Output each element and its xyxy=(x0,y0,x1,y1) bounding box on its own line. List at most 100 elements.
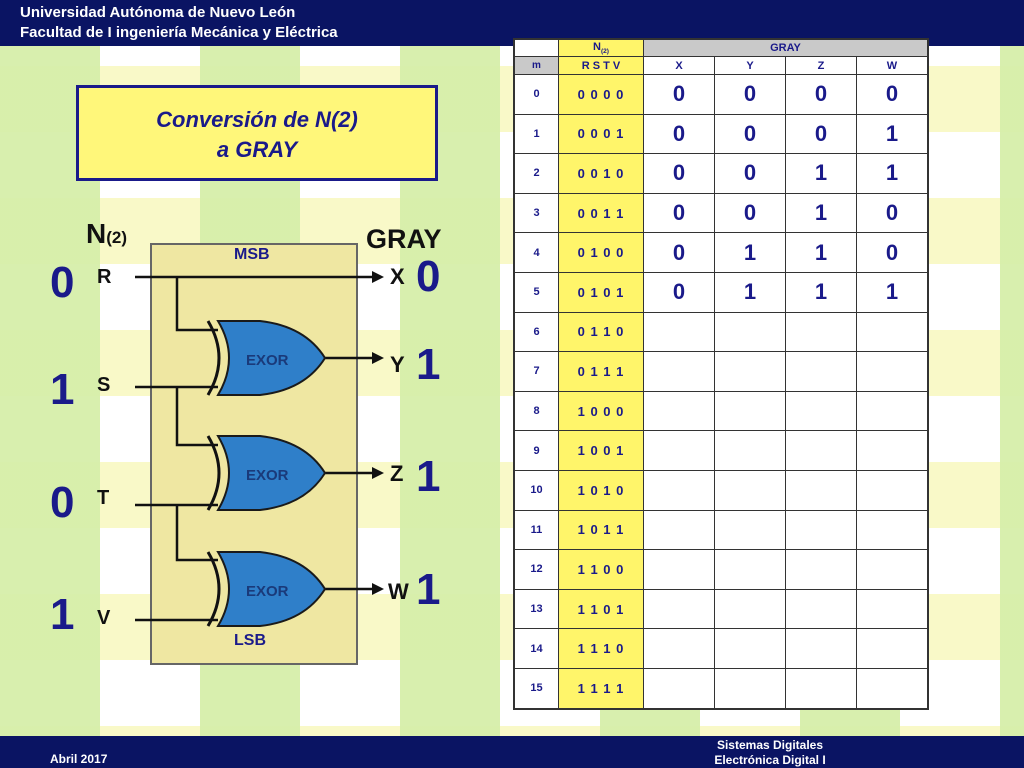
cell-gray-z xyxy=(785,509,857,551)
cell-gray-x: 0 xyxy=(643,113,715,155)
header-m: m xyxy=(513,56,559,75)
input-name-v: V xyxy=(97,607,111,629)
slide-title: Conversión de N(2) a GRAY xyxy=(76,85,438,181)
cell-gray-x xyxy=(643,430,715,471)
university-name: Universidad Autónoma de Nuevo León xyxy=(20,4,296,21)
output-name-z: Z xyxy=(390,461,404,486)
input-value-s: 1 xyxy=(50,365,75,414)
output-value-w: 1 xyxy=(416,565,441,614)
header-z: Z xyxy=(785,56,857,75)
footer-bar xyxy=(0,736,1024,768)
course-line-2: Electrónica Digital I xyxy=(714,753,826,767)
output-value-z: 1 xyxy=(416,452,441,501)
cell-gray-x xyxy=(643,469,715,511)
cell-gray-w xyxy=(856,469,929,511)
cell-gray-w xyxy=(856,588,929,630)
cell-gray-z: 1 xyxy=(785,153,857,194)
cell-gray-x xyxy=(643,628,715,669)
exor-gate-3 xyxy=(206,551,327,627)
cell-rstv: 1 1 0 0 xyxy=(558,549,644,590)
gate-2-label: EXOR xyxy=(246,467,289,484)
title-line-2: a GRAY xyxy=(216,137,298,162)
cell-gray-z xyxy=(785,469,857,511)
cell-rstv: 1 1 0 1 xyxy=(558,588,644,630)
cell-m: 3 xyxy=(513,192,559,234)
gate-1-label: EXOR xyxy=(246,352,289,369)
cell-gray-w xyxy=(856,390,929,432)
header-rstv: R S T V xyxy=(558,56,644,75)
cell-gray-w xyxy=(856,628,929,669)
cell-m: 15 xyxy=(513,667,559,710)
faculty-name: Facultad de I ingeniería Mecánica y Eléc… xyxy=(20,24,338,41)
cell-rstv: 0 0 0 1 xyxy=(558,113,644,155)
output-name-w: W xyxy=(388,579,409,604)
cell-rstv: 0 0 0 0 xyxy=(558,74,644,115)
output-name-y: Y xyxy=(390,352,405,377)
cell-gray-w: 1 xyxy=(856,153,929,194)
cell-gray-y: 0 xyxy=(714,192,786,234)
output-value-x: 0 xyxy=(416,252,441,301)
cell-gray-z xyxy=(785,351,857,392)
cell-gray-z: 1 xyxy=(785,192,857,234)
cell-gray-y xyxy=(714,469,786,511)
output-name-x: X xyxy=(390,264,405,289)
cell-gray-w: 0 xyxy=(856,74,929,115)
cell-gray-w xyxy=(856,667,929,710)
cell-rstv: 1 1 1 0 xyxy=(558,628,644,669)
cell-gray-w: 1 xyxy=(856,113,929,155)
cell-gray-y: 0 xyxy=(714,113,786,155)
cell-gray-x xyxy=(643,549,715,590)
cell-gray-x xyxy=(643,588,715,630)
cell-m: 1 xyxy=(513,113,559,155)
header-w: W xyxy=(856,56,929,75)
output-value-y: 1 xyxy=(416,340,441,389)
cell-rstv: 0 1 1 1 xyxy=(558,351,644,392)
cell-m: 10 xyxy=(513,469,559,511)
cell-gray-y xyxy=(714,351,786,392)
cell-gray-x xyxy=(643,311,715,353)
cell-gray-z xyxy=(785,628,857,669)
cell-gray-y xyxy=(714,509,786,551)
input-name-r: R xyxy=(97,266,112,288)
cell-m: 14 xyxy=(513,628,559,669)
cell-rstv: 0 0 1 0 xyxy=(558,153,644,194)
cell-gray-x xyxy=(643,667,715,710)
cell-gray-w xyxy=(856,549,929,590)
cell-gray-y: 1 xyxy=(714,271,786,313)
cell-m: 12 xyxy=(513,549,559,590)
lsb-label: LSB xyxy=(234,632,266,649)
input-sub: (2) xyxy=(106,228,128,247)
cell-gray-y xyxy=(714,430,786,471)
header-x: X xyxy=(643,56,715,75)
cell-gray-y: 0 xyxy=(714,153,786,194)
cell-gray-x: 0 xyxy=(643,192,715,234)
cell-gray-w xyxy=(856,509,929,551)
cell-gray-z: 1 xyxy=(785,271,857,313)
exor-gate-1 xyxy=(206,320,327,396)
cell-m: 7 xyxy=(513,351,559,392)
header-n2: N(2) xyxy=(558,38,644,57)
input-value-r: 0 xyxy=(50,258,75,307)
cell-rstv: 0 1 1 0 xyxy=(558,311,644,353)
input-name-s: S xyxy=(97,374,111,396)
cell-m: 5 xyxy=(513,271,559,313)
cell-gray-w xyxy=(856,430,929,471)
input-header: N(2) xyxy=(86,218,128,249)
cell-m: 8 xyxy=(513,390,559,432)
cell-gray-x xyxy=(643,351,715,392)
cell-m: 11 xyxy=(513,509,559,551)
cell-gray-y xyxy=(714,311,786,353)
